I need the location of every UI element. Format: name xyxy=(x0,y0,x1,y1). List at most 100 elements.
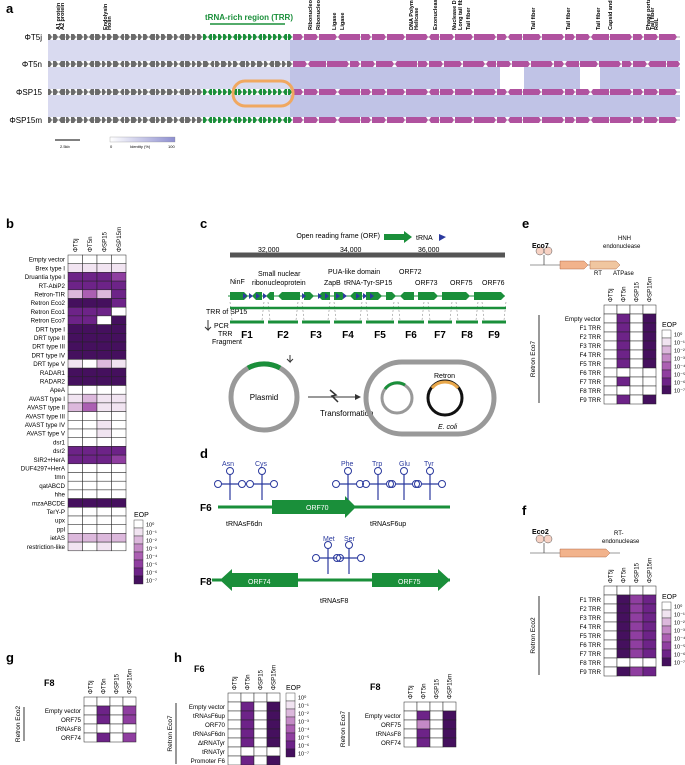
heatmap-cell xyxy=(82,454,98,465)
heatmap-cell xyxy=(82,489,98,499)
gene-arrow xyxy=(102,89,106,95)
trna-arrow xyxy=(263,89,267,95)
fragment-guide xyxy=(503,301,507,321)
legend-swatch xyxy=(133,567,144,577)
heatmap-cell xyxy=(67,498,83,508)
heatmap-cell xyxy=(82,480,98,491)
trna-arrow xyxy=(243,89,247,95)
heatmap-row-label: SIR2+HerA xyxy=(34,457,66,464)
heatmap-cell xyxy=(603,385,618,396)
heatmap-cell xyxy=(82,254,98,264)
orf-arrow xyxy=(474,292,505,300)
pcr-label: PCR xyxy=(214,323,229,330)
gene-arrow xyxy=(120,117,124,123)
heatmap-cell xyxy=(603,639,618,650)
legend-tick: 10⁻⁵ xyxy=(146,562,157,569)
heatmap-cell xyxy=(96,463,112,473)
heatmap-cell xyxy=(629,304,644,315)
trna-arrow xyxy=(203,89,207,95)
gene-arrow xyxy=(508,117,522,123)
heatmap-cell xyxy=(96,732,111,743)
panel-label-b: b xyxy=(6,216,14,231)
gene-arrow xyxy=(269,61,274,67)
trna-arrow xyxy=(213,117,217,123)
group-label: Retron Eco2 xyxy=(530,617,537,654)
gene-arrow xyxy=(508,34,522,40)
heatmap-cell xyxy=(67,402,83,412)
legend-swatch xyxy=(661,641,672,651)
heatmap-cell xyxy=(109,696,124,707)
gene-arrow xyxy=(84,117,88,123)
heatmap-cell xyxy=(616,657,631,668)
heatmap-cell xyxy=(67,393,83,404)
f6-label: F6 xyxy=(200,503,212,514)
trna-arrow xyxy=(233,34,237,40)
trna-loop xyxy=(374,467,382,475)
legend-swatch xyxy=(285,748,296,758)
heatmap-cell xyxy=(67,437,83,447)
trna-loop xyxy=(414,480,422,488)
heatmap-row-label: tmn xyxy=(55,474,66,481)
heatmap-row-label: RADAR1 xyxy=(40,370,66,377)
gene-label: Nuclease D15 xyxy=(452,0,458,30)
heatmap-cell xyxy=(82,463,98,473)
heatmap-cell xyxy=(96,298,112,308)
heatmap-cell xyxy=(111,367,127,378)
trna-arrow xyxy=(248,34,252,40)
gene-arrow xyxy=(107,89,112,95)
heatmap-cell xyxy=(603,630,618,641)
heatmap-cell xyxy=(96,393,112,404)
gene-arrow xyxy=(53,89,58,95)
retron-insert xyxy=(430,380,460,390)
gene-arrow xyxy=(197,89,202,95)
fragment-guide xyxy=(449,301,453,321)
synteny-band-left xyxy=(48,67,290,89)
heatmap-cell xyxy=(253,719,268,730)
gene-arrow xyxy=(125,117,130,123)
gene-arrow xyxy=(338,117,360,123)
heatmap-cell xyxy=(111,402,127,412)
heatmap-cell xyxy=(642,304,657,315)
heatmap-row-label: dsr1 xyxy=(53,439,66,446)
heatmap-cell xyxy=(109,714,124,725)
gene-arrow xyxy=(48,117,52,123)
heatmap-cell xyxy=(67,359,83,369)
heatmap-cell xyxy=(253,737,268,748)
heatmap-cell xyxy=(616,367,631,378)
heatmap-cell xyxy=(227,701,242,712)
heatmap-row-label: Empty vector xyxy=(365,713,401,720)
eco7-title: Eco7 xyxy=(532,243,549,250)
gene-arrow xyxy=(293,34,303,40)
heatmap-row-label: ORF74 xyxy=(381,740,402,747)
trna-ser: Ser xyxy=(344,536,356,543)
panel-label-a: a xyxy=(6,1,14,16)
heatmap-cell xyxy=(642,313,657,324)
heatmap-cell xyxy=(82,533,98,543)
heatmap-cell xyxy=(429,701,444,712)
heatmap-col-label: ΦT5n xyxy=(621,286,628,302)
gene-arrow xyxy=(542,89,564,95)
heatmap-cell xyxy=(629,394,644,405)
trna-trp: Trp xyxy=(372,461,382,468)
trna-loop xyxy=(426,467,434,475)
gene-arrow xyxy=(143,89,148,95)
gene-arrow xyxy=(161,34,166,40)
heatmap-cell xyxy=(111,341,127,351)
gene-arrow xyxy=(361,34,371,40)
legend-tick: 10⁻¹ xyxy=(674,613,685,619)
trna-arrow xyxy=(249,293,253,299)
heatmap-title: F8 xyxy=(44,678,55,688)
gene-arrow xyxy=(53,61,58,67)
heatmap-cell xyxy=(629,358,644,369)
gene-arrow xyxy=(576,117,590,123)
heatmap-row-label: tRNAsF6dn xyxy=(193,731,226,738)
trna-loop xyxy=(312,554,320,562)
heatmap-cell xyxy=(96,524,112,534)
heatmap-cell xyxy=(67,263,83,273)
heatmap-row-label: F2 TRR xyxy=(579,334,601,341)
gene-arrow xyxy=(246,61,250,67)
orf-arrow xyxy=(278,292,300,300)
gene-label-left: A2 protein xyxy=(60,2,66,30)
